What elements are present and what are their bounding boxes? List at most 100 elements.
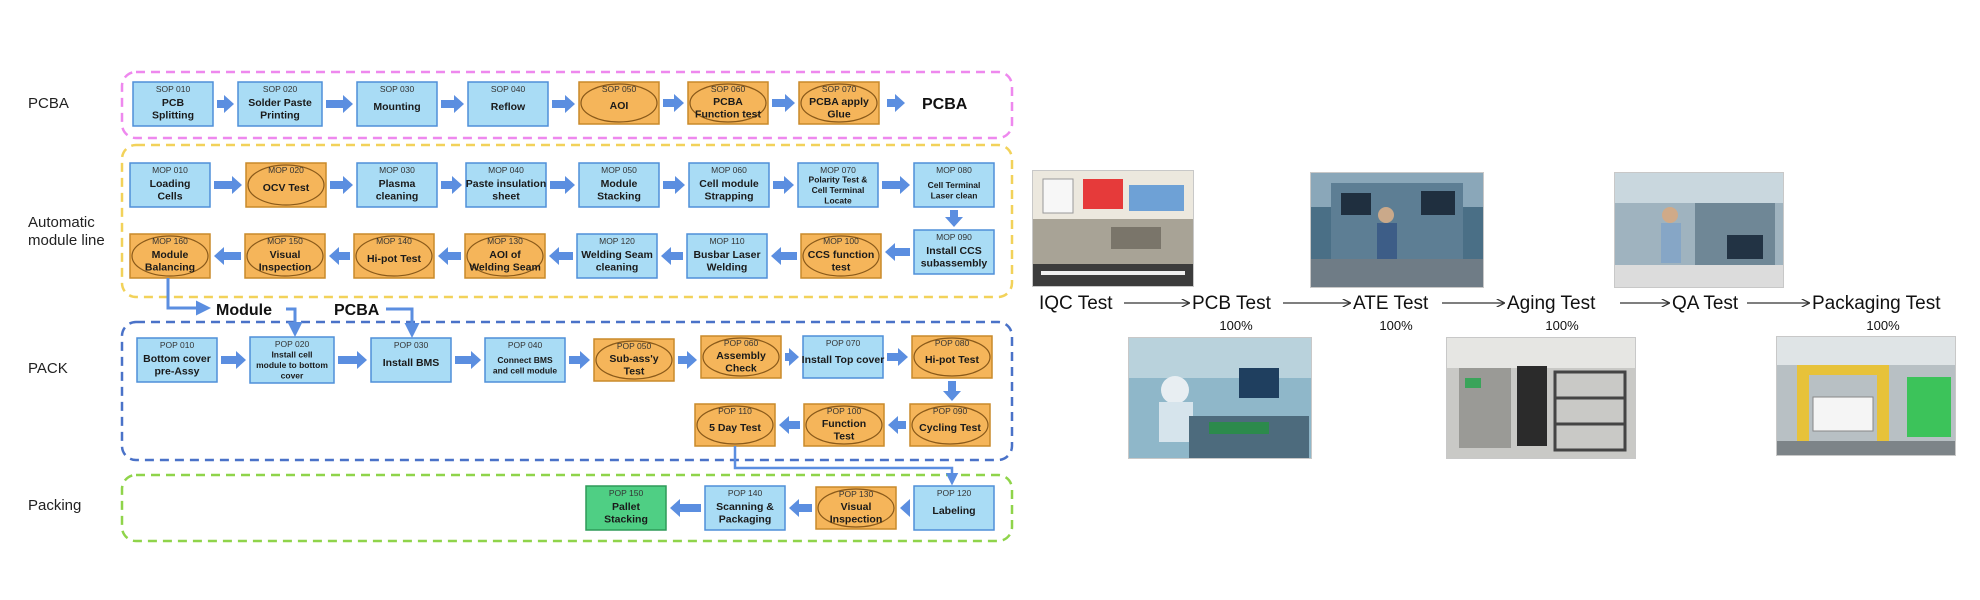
qa-station-photo bbox=[1614, 172, 1784, 288]
step-box bbox=[576, 233, 658, 279]
step-box bbox=[578, 162, 660, 208]
flow-arrow-mop040-mop050 bbox=[550, 176, 575, 194]
step-box bbox=[686, 233, 768, 279]
step-code: MOP 040 bbox=[488, 165, 524, 175]
step-code: POP 040 bbox=[508, 340, 543, 350]
flow-arrow-sop060-sop070 bbox=[772, 94, 795, 112]
qc-rate-pcb: 100% bbox=[1219, 318, 1253, 333]
inspection-ellipse bbox=[689, 83, 767, 123]
step-code: POP 020 bbox=[275, 339, 310, 349]
step-code: SOP 010 bbox=[156, 84, 191, 94]
inspection-ellipse bbox=[805, 405, 883, 445]
pop110-to-pop120-connector bbox=[733, 446, 959, 486]
flow-arrow-pop060-pop070 bbox=[785, 348, 799, 366]
step-code: MOP 050 bbox=[601, 165, 637, 175]
section-frame-pcba bbox=[120, 70, 1014, 140]
qc-rate-ate: 100% bbox=[1379, 318, 1413, 333]
module-connector bbox=[166, 278, 211, 316]
inspection-ellipse bbox=[802, 235, 880, 277]
step-name: Reflow bbox=[491, 101, 526, 113]
pcb-test-photo bbox=[1128, 337, 1312, 459]
step-code: MOP 010 bbox=[152, 165, 188, 175]
step-code: MOP 080 bbox=[936, 165, 972, 175]
step-code: MOP 090 bbox=[936, 232, 972, 242]
inspection-ellipse bbox=[595, 340, 673, 380]
step-code: POP 130 bbox=[839, 489, 874, 499]
step-box bbox=[465, 162, 547, 208]
flow-arrow-mop060-mop070 bbox=[773, 176, 794, 194]
flow-arrow-sop010-sop020 bbox=[217, 95, 234, 113]
flow-arrow-mop090-mop100 bbox=[885, 243, 910, 261]
flow-arrow-mop100-mop110 bbox=[771, 247, 797, 265]
flow-arrow-sop030-sop040 bbox=[441, 95, 464, 113]
inspection-ellipse bbox=[702, 337, 780, 377]
pcba-to-pop030-connector bbox=[386, 307, 420, 338]
step-code: SOP 040 bbox=[491, 84, 526, 94]
step-box bbox=[797, 162, 879, 208]
qc-rate-packaging: 100% bbox=[1866, 318, 1900, 333]
step-box bbox=[585, 485, 667, 531]
step-code: MOP 030 bbox=[379, 165, 415, 175]
step-code: MOP 120 bbox=[599, 236, 635, 246]
flow-arrow-mop080-mop090 bbox=[945, 210, 963, 227]
inspection-ellipse bbox=[131, 235, 209, 277]
step-code: MOP 070 bbox=[820, 165, 856, 175]
aging-test-photo bbox=[1446, 337, 1636, 459]
flow-arrow-pop100-pop110 bbox=[779, 416, 800, 434]
section-label-packing: Packing bbox=[28, 497, 81, 514]
step-box bbox=[704, 485, 786, 531]
step-name: Labeling bbox=[932, 505, 975, 517]
inspection-ellipse bbox=[911, 405, 989, 445]
flow-arrow-pop050-pop060 bbox=[678, 351, 697, 369]
qc-step-packaging: Packaging Test bbox=[1812, 293, 1941, 314]
step-code: MOP 160 bbox=[152, 236, 188, 246]
module-label: Module bbox=[216, 302, 272, 319]
section-label-pcba: PCBA bbox=[28, 95, 69, 112]
step-code: MOP 130 bbox=[487, 236, 523, 246]
flow-arrow-mop120-mop130 bbox=[549, 247, 573, 265]
step-name: Cycling Test bbox=[919, 422, 981, 434]
step-name: AOI bbox=[610, 100, 629, 112]
flow-arrow-pop070-pop080 bbox=[887, 348, 908, 366]
step-code: POP 140 bbox=[728, 488, 763, 498]
ate-station-photo bbox=[1310, 172, 1484, 288]
pcba-output-label: PCBA bbox=[922, 96, 968, 113]
step-box bbox=[370, 337, 452, 383]
flow-arrow-sop040-sop050 bbox=[552, 95, 575, 113]
step-name: Hi-pot Test bbox=[367, 253, 422, 265]
step-code: POP 100 bbox=[827, 406, 862, 416]
step-code: SOP 070 bbox=[822, 84, 857, 94]
